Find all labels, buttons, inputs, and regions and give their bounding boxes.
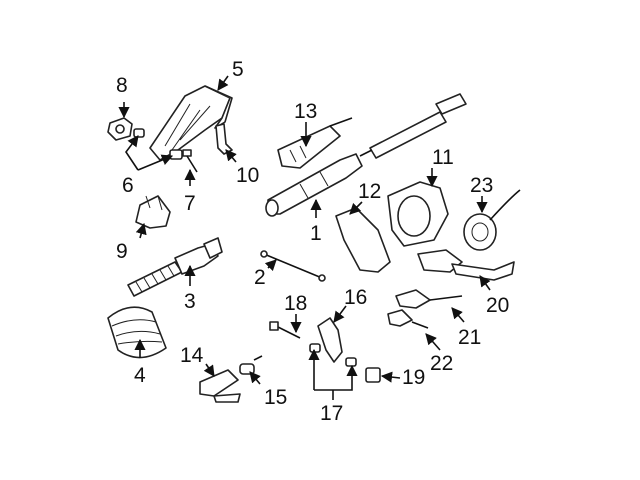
leader-5 (217, 75, 229, 91)
leader-2 (264, 259, 277, 272)
leader-6a (125, 135, 139, 171)
leader-21 (451, 307, 465, 323)
callout-22: 22 (430, 352, 453, 375)
clockspring-part (463, 189, 521, 251)
leader-19 (380, 371, 401, 383)
tilt-lever-part (317, 317, 343, 363)
lock-cylinder-part (199, 369, 241, 403)
lock-housing-part (387, 181, 449, 247)
callout-11: 11 (432, 146, 454, 169)
leader-14 (203, 363, 215, 377)
turn-signal-switch-part (417, 249, 515, 281)
callout-3: 3 (184, 290, 196, 313)
pivot-bolt-part (269, 321, 301, 339)
screw-part (133, 128, 183, 160)
callout-12: 12 (358, 180, 381, 203)
callout-19: 19 (402, 366, 425, 389)
callout-5: 5 (232, 58, 244, 81)
callout-labels: 8 5 6 7 9 10 13 1 12 11 23 2 3 4 20 21 2… (116, 58, 509, 425)
callout-6: 6 (122, 174, 134, 197)
nut-part (107, 117, 133, 141)
callout-1: 1 (310, 222, 322, 245)
callout-17: 17 (320, 402, 343, 425)
callout-18: 18 (284, 292, 307, 315)
column-tube-part (265, 153, 363, 217)
leader-15 (249, 371, 261, 385)
callout-9: 9 (116, 240, 128, 263)
clip-part (365, 367, 381, 383)
callout-7: 7 (184, 192, 196, 215)
pin-part (239, 355, 263, 375)
callout-8: 8 (116, 74, 128, 97)
callout-13: 13 (294, 100, 317, 123)
rod-part (260, 250, 326, 282)
callout-15: 15 (264, 386, 287, 409)
callout-21: 21 (458, 326, 481, 349)
bracket-part (215, 123, 233, 155)
leader-9 (135, 222, 147, 239)
callout-4: 4 (134, 364, 146, 387)
leader-22 (425, 333, 441, 351)
callout-20: 20 (486, 294, 509, 317)
boot-part (107, 306, 167, 359)
leader-lines (118, 75, 491, 400)
callout-14: 14 (180, 344, 204, 367)
bolt-part (182, 149, 198, 173)
lower-shroud-part (335, 207, 391, 273)
dimmer-switch-part (387, 309, 429, 329)
leader-17b (314, 364, 358, 391)
callout-10: 10 (236, 164, 259, 187)
lower-bracket-part (135, 195, 171, 229)
leader-20 (479, 275, 491, 291)
callout-16: 16 (344, 286, 367, 309)
leader-16 (333, 305, 347, 323)
callout-23: 23 (470, 174, 493, 197)
leader-12 (349, 201, 363, 215)
wiper-switch-part (395, 289, 463, 309)
leader-6b (137, 154, 174, 171)
callout-2: 2 (254, 266, 266, 289)
leader-10 (225, 149, 237, 163)
intermediate-shaft-part (127, 237, 223, 297)
steering-shaft-part (359, 93, 467, 159)
